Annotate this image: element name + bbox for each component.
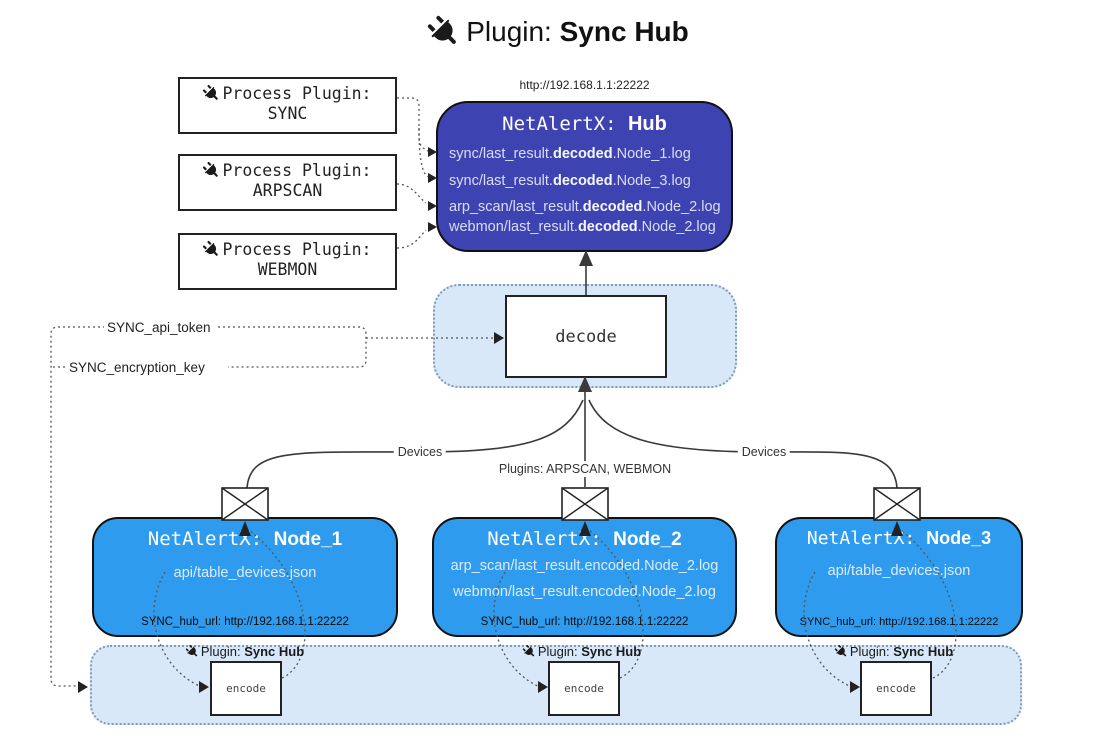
plug-icon: [428, 15, 457, 44]
envelope-icon: [561, 487, 609, 521]
hub-title-name: Hub: [627, 113, 667, 135]
node-hub-url: SYNC_hub_url: http://192.168.1.1:22222: [480, 616, 689, 628]
process-plugin-name: SYNC: [267, 104, 308, 123]
decode-box: decode: [505, 295, 667, 378]
process-plugin-label: Process Plugin:: [222, 84, 372, 103]
node-lines: arp_scan/last_result.encoded.Node_2.log …: [434, 558, 735, 600]
process-plugin-name: WEBMON: [257, 260, 318, 279]
hub-log-line: webmon/last_result.decoded.Node_2.log: [449, 219, 716, 235]
plug-icon: [522, 644, 535, 657]
plug-icon: [203, 161, 219, 177]
plug-icon: [203, 84, 219, 100]
encode-box: encode: [860, 661, 932, 716]
process-plugin-box-arpscan: Process Plugin: ARPSCAN: [178, 154, 397, 211]
hub-box: NetAlertX: Hub sync/last_result.decoded.…: [436, 101, 733, 252]
label-sync-api-token: SYNC_api_token: [104, 320, 214, 335]
process-plugin-label: Process Plugin:: [222, 240, 372, 259]
hub-log-list: sync/last_result.decoded.Node_1.log sync…: [438, 145, 731, 237]
hub-title-prefix: NetAlertX:: [502, 113, 617, 135]
node-box-node-1: NetAlertX: Node_1 api/table_devices.json…: [92, 517, 398, 637]
hub-url: http://192.168.1.1:22222: [519, 78, 650, 92]
hub-log-line: sync/last_result.decoded.Node_3.log: [449, 173, 691, 189]
encoder-label: Plugin: Sync Hub: [185, 644, 304, 659]
node-hub-url: SYNC_hub_url: http://192.168.1.1:22222: [799, 616, 999, 628]
process-plugin-name: ARPSCAN: [252, 181, 323, 200]
node-line: api/table_devices.json: [173, 565, 317, 581]
encode-box: encode: [548, 661, 620, 716]
hub-log-line: arp_scan/last_result.decoded.Node_2.log: [449, 199, 721, 215]
node-title: NetAlertX: Node_2: [487, 528, 682, 550]
node-title: NetAlertX: Node_1: [147, 528, 343, 550]
hub-title: NetAlertX: Hub: [438, 113, 731, 136]
encode-box: encode: [210, 661, 282, 716]
node-title: NetAlertX: Node_3: [806, 528, 992, 549]
title-name: Sync Hub: [559, 16, 689, 47]
node-line: webmon/last_result.encoded.Node_2.log: [453, 584, 716, 600]
node-box-node-2: NetAlertX: Node_2 arp_scan/last_result.e…: [432, 517, 737, 637]
process-plugin-box-webmon: Process Plugin: WEBMON: [178, 233, 397, 290]
node-hub-url: SYNC_hub_url: http://192.168.1.1:22222: [141, 616, 349, 628]
plug-icon: [203, 240, 219, 256]
plug-icon: [834, 644, 847, 657]
process-plugin-box-sync: Process Plugin: SYNC: [178, 77, 397, 134]
label-sync-encryption-key: SYNC_encryption_key: [66, 360, 208, 375]
envelope-icon: [221, 487, 269, 521]
edge-label-plugins: Plugins: ARPSCAN, WEBMON: [494, 461, 676, 477]
node-lines: api/table_devices.json: [94, 565, 396, 581]
page-title: Plugin: Sync Hub: [0, 15, 1117, 48]
envelope-icon: [873, 487, 921, 521]
node-line: arp_scan/last_result.encoded.Node_2.log: [450, 558, 719, 574]
edge-label-devices-right: Devices: [737, 444, 791, 460]
node-box-node-3: NetAlertX: Node_3 api/table_devices.json…: [775, 517, 1023, 637]
node-lines: api/table_devices.json: [777, 563, 1021, 579]
encoder-label: Plugin: Sync Hub: [834, 644, 953, 659]
process-plugin-label: Process Plugin:: [222, 161, 372, 180]
title-prefix: Plugin:: [466, 16, 552, 47]
plug-icon: [185, 644, 198, 657]
edge-label-devices-left: Devices: [393, 444, 447, 460]
node-line: api/table_devices.json: [827, 563, 971, 579]
hub-log-line: sync/last_result.decoded.Node_1.log: [449, 146, 691, 162]
encoder-label: Plugin: Sync Hub: [522, 644, 641, 659]
